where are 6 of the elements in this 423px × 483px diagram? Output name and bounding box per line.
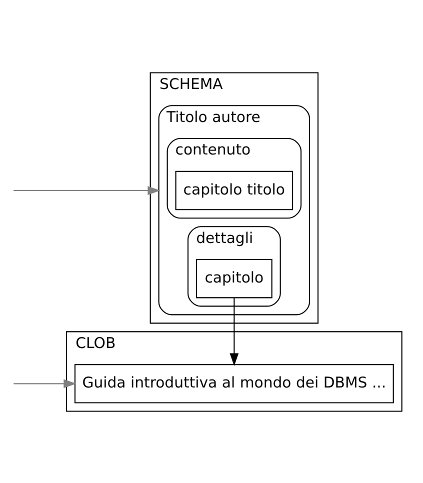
- arrow: [230, 298, 239, 366]
- node-box: capitolo: [196, 258, 272, 298]
- arrow: [14, 186, 160, 194]
- node-box: Guida introduttiva al mondo dei DBMS ...: [74, 364, 394, 403]
- arrow: [14, 378, 76, 388]
- node-box: capitolo titolo: [175, 170, 294, 210]
